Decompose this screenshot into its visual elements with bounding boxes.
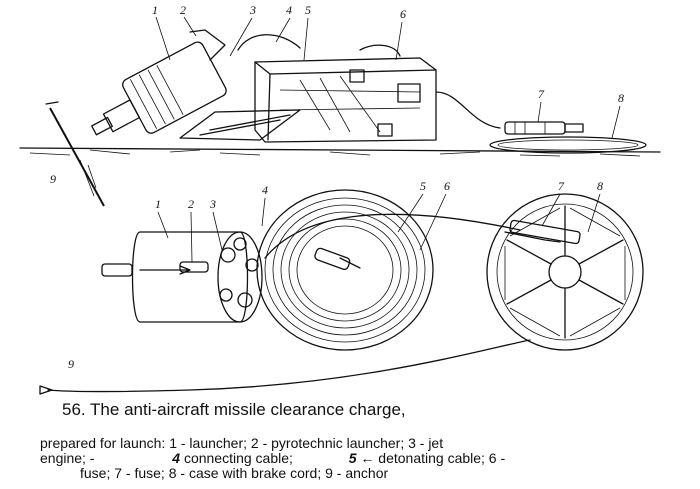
top-label-4: 4 (286, 3, 292, 17)
bottom-launcher (101, 231, 263, 323)
bottom-anchor (39, 385, 53, 395)
caption-line-2b: connecting cable; (183, 450, 293, 466)
bottom-callouts: 1 2 3 4 5 6 7 8 9 (68, 179, 603, 371)
top-label-1: 1 (152, 3, 158, 17)
cable-to-fuse-top (435, 91, 501, 129)
top-container-box (254, 44, 437, 143)
top-label-5: 5 (305, 3, 311, 17)
ground-line (19, 147, 661, 153)
ground-hatching (29, 149, 641, 157)
caption-line-3: fuse; 7 - fuse; 8 - case with brake cord… (80, 465, 389, 481)
caption-title: 56. The anti-aircraft missile clearance … (62, 400, 406, 419)
top-callouts: 1 2 3 4 5 6 7 8 9 (50, 3, 624, 186)
top-fuse (504, 121, 584, 135)
bottom-label-1: 1 (155, 197, 161, 211)
caption-line-2c: ← detonating cable; 6 - (360, 450, 506, 466)
top-label-3: 3 (249, 3, 256, 17)
connecting-cable-top (237, 34, 301, 51)
caption-num-4: 4 (172, 450, 181, 466)
bottom-label-3: 3 (209, 197, 216, 211)
top-brake-case (489, 136, 647, 154)
caption-line-2a: engine; - (40, 450, 95, 466)
bottom-illustration (39, 189, 644, 395)
bottom-label-6: 6 (444, 179, 450, 193)
connecting-cable-bottom (264, 213, 521, 259)
top-label-9: 9 (50, 172, 56, 186)
top-label-8: 8 (618, 91, 624, 105)
caption-line-2: engine; - 4 connecting cable; 5 ← detona… (40, 451, 630, 466)
top-launcher (91, 41, 227, 136)
top-label-6: 6 (400, 7, 406, 21)
caption-body: prepared for launch: 1 - launcher; 2 - p… (40, 436, 630, 481)
top-label-7: 7 (538, 87, 545, 101)
top-illustration (19, 29, 661, 207)
bottom-label-7: 7 (558, 179, 565, 193)
anchor-stake (45, 101, 105, 207)
cable-coil (256, 189, 434, 351)
bottom-label-2: 2 (188, 197, 194, 211)
pyrotechnic-handle (189, 29, 226, 61)
caption-num-5: 5 (348, 450, 357, 466)
figure-caption: 56. The anti-aircraft missile clearance … (0, 398, 700, 488)
clearance-charge-diagram: 1 2 3 4 5 6 7 8 9 1 2 3 4 5 6 7 8 9 (19, 3, 661, 395)
bottom-label-4: 4 (262, 183, 268, 197)
top-label-2: 2 (180, 3, 186, 17)
bottom-label-9: 9 (68, 357, 74, 371)
bottom-label-5: 5 (420, 179, 426, 193)
caption-line-1: prepared for launch: 1 - launcher; 2 - p… (40, 435, 444, 451)
brake-cord (47, 339, 531, 393)
bottom-brake-case (486, 193, 644, 351)
bottom-label-8: 8 (597, 179, 603, 193)
support-frame (179, 109, 301, 141)
